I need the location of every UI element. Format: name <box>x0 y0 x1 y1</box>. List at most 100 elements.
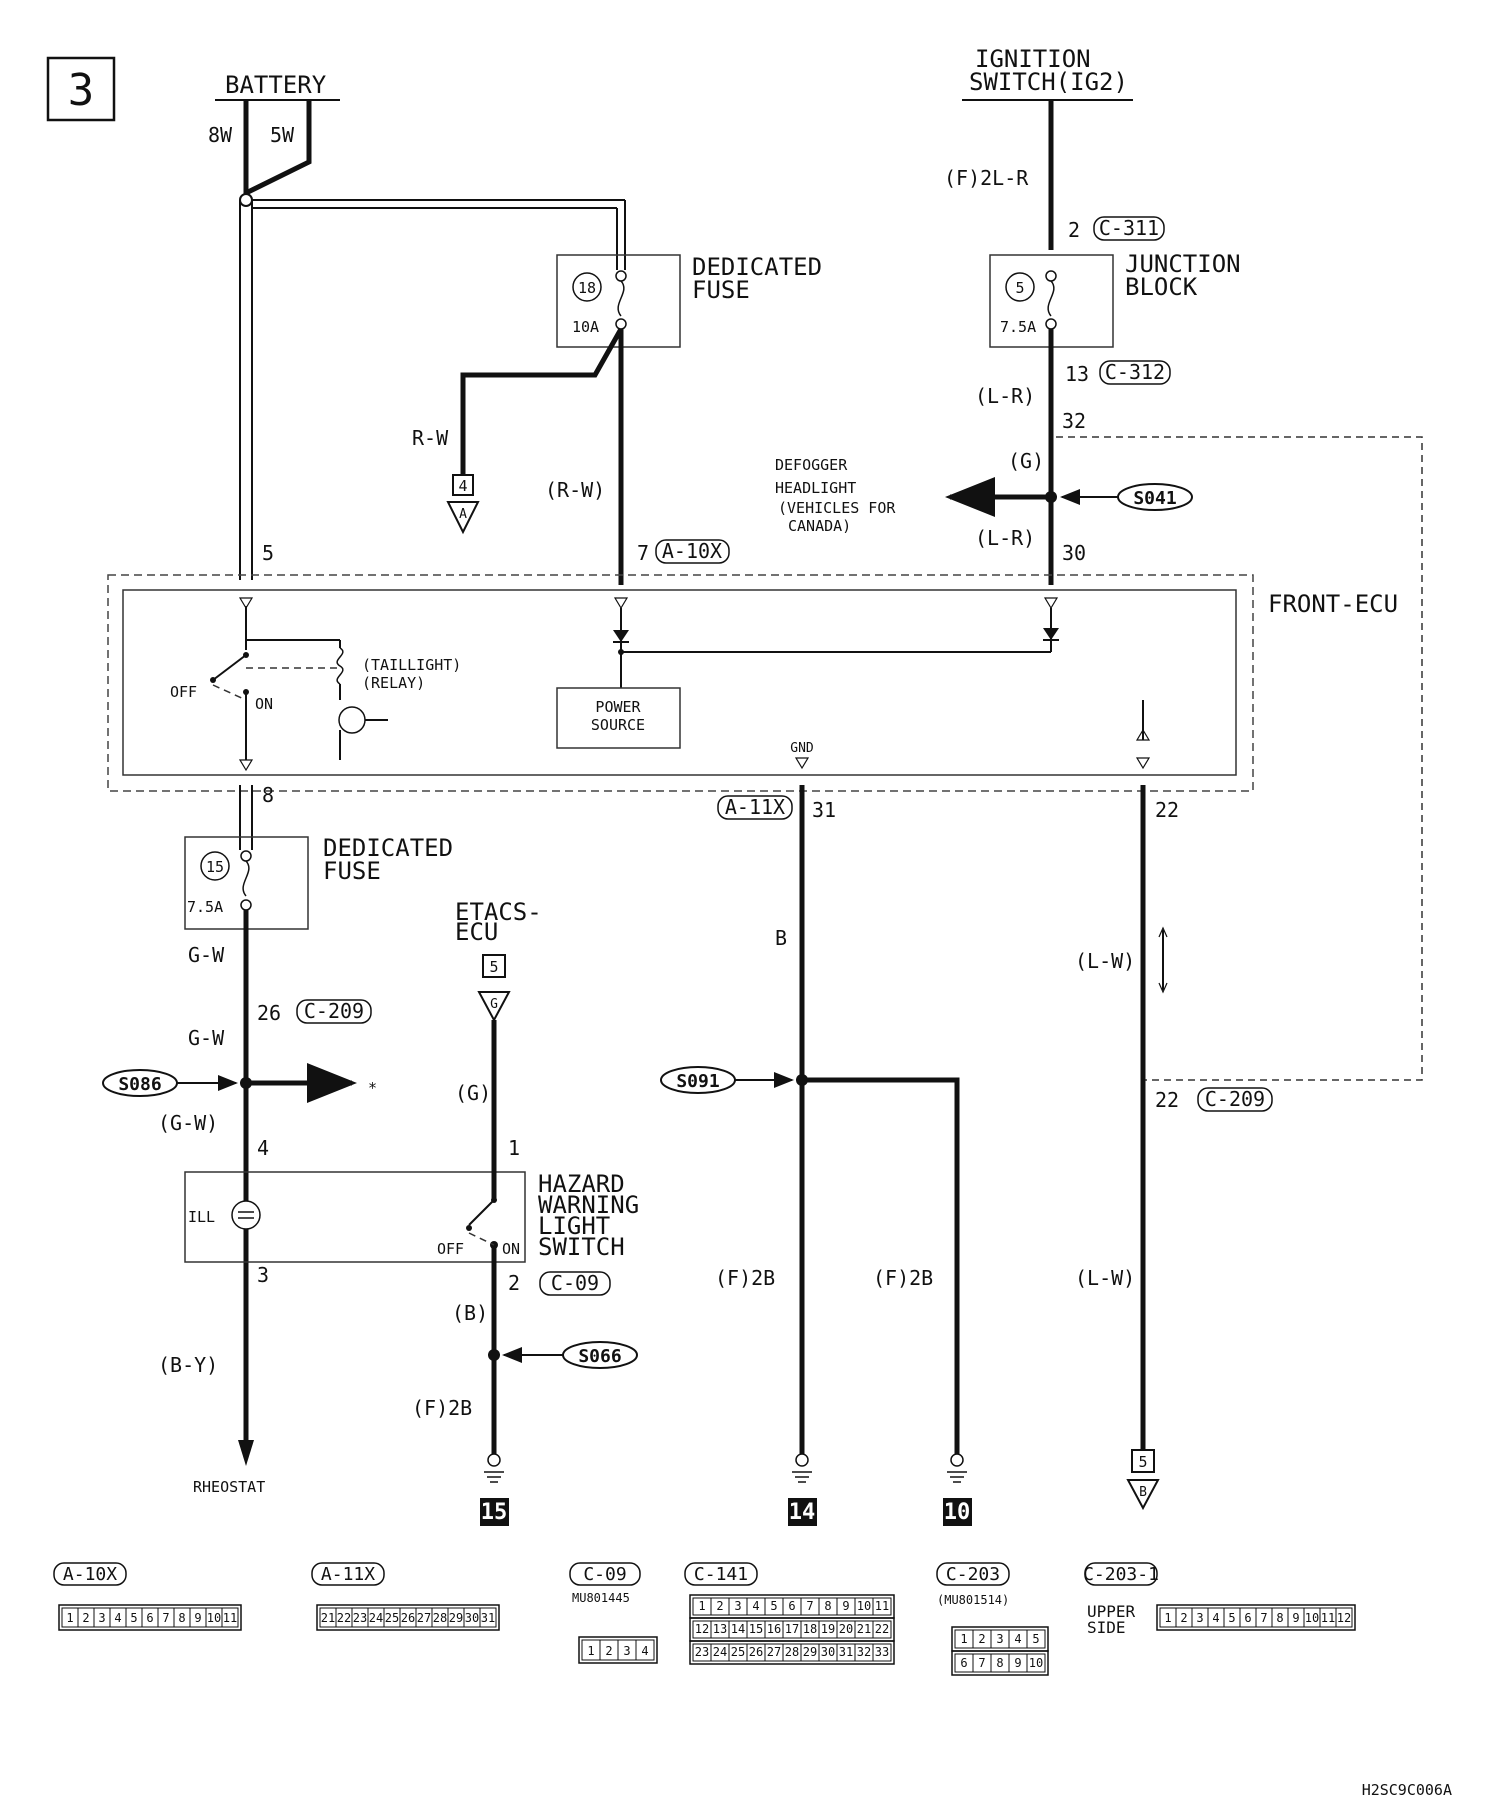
ecu-pin-8: 8 <box>262 783 274 807</box>
conn-a10x-tag <box>655 539 730 564</box>
conn-c141-r3-pin: 31 <box>839 1645 853 1659</box>
fuse-15-label-1: DEDICATED <box>323 834 453 862</box>
conn-a11x-pin: 22 <box>337 1611 351 1625</box>
footer-code: H2SC9C006A <box>1362 1781 1452 1799</box>
hazard-on: ON <box>502 1240 520 1258</box>
conn-a11x-pin: 29 <box>449 1611 463 1625</box>
conn-c09-part: MU801445 <box>572 1591 630 1605</box>
splice-s091-label: S091 <box>676 1071 719 1092</box>
conn-a11x-pin: 30 <box>465 1611 479 1625</box>
conn-c141-r2-pin: 14 <box>731 1622 745 1636</box>
ref-4: 4 <box>458 477 467 495</box>
conn-c141-r2-pin: 13 <box>713 1622 727 1636</box>
conn-c203-tag <box>936 1562 1010 1586</box>
conn-c203-r1-pin: 2 <box>978 1632 985 1646</box>
conn-a11x-pin: 21 <box>321 1611 335 1625</box>
splice-s066 <box>562 1341 638 1369</box>
fuse-5-number: 5 <box>1015 279 1024 297</box>
ignition-label-2: SWITCH(IG2) <box>969 68 1128 96</box>
wire-g-w-3: (G-W) <box>158 1111 218 1135</box>
wire-l-w-1: (L-W) <box>1075 949 1135 973</box>
conn-c141-r1-pin: 9 <box>842 1599 849 1613</box>
conn-c203-r2-cell <box>1026 1653 1046 1673</box>
conn-c141-r1-pin: 4 <box>752 1599 759 1613</box>
conn-c141-r3-pin: 26 <box>749 1645 763 1659</box>
conn-c141-name: C-141 <box>694 1564 748 1585</box>
conn-c09-pin: 1 <box>587 1644 594 1658</box>
conn-c141-r3-pin: 24 <box>713 1645 727 1659</box>
conn-c2031-name: C-203-1 <box>1083 1564 1159 1585</box>
pin-32: 32 <box>1062 409 1086 433</box>
splice-s041-label: S041 <box>1133 488 1176 509</box>
ill-label: ILL <box>188 1208 215 1226</box>
conn-a10x-label: A-10X <box>662 539 722 563</box>
hazard-label-1: HAZARD <box>538 1170 625 1198</box>
conn-c2031-pin: 1 <box>1164 1611 1171 1625</box>
fuse-18-label-2: FUSE <box>692 276 750 304</box>
conn-c203-r2-housing <box>951 1650 1049 1676</box>
wire-l-w-2: (L-W) <box>1075 1266 1135 1290</box>
front-ecu-box <box>122 589 1237 776</box>
splice-s066-label: S066 <box>578 1346 621 1367</box>
pin-2: 2 <box>508 1271 520 1295</box>
ecu-gnd-label: GND <box>790 741 814 756</box>
conn-c2031-pin: 10 <box>1305 1611 1319 1625</box>
splice-s086 <box>102 1069 178 1097</box>
conn-a10x-cell <box>221 1607 239 1628</box>
conn-a10x-pin: 10 <box>207 1611 221 1625</box>
pin-4: 4 <box>257 1136 269 1160</box>
conn-c209-b: C-209 <box>1205 1087 1265 1111</box>
conn-c203-r1-pin: 5 <box>1032 1632 1039 1646</box>
wire-l-r-1: (L-R) <box>975 384 1035 408</box>
conn-c2031-pin: 9 <box>1292 1611 1299 1625</box>
conn-c203-r1-cell <box>1026 1629 1046 1649</box>
wire-g: (G) <box>1008 449 1044 473</box>
conn-c2031-side-1: UPPER <box>1087 1602 1136 1621</box>
out-5-letter: B <box>1139 1485 1147 1500</box>
ignition-label-1: IGNITION <box>975 45 1091 73</box>
conn-c203-r2-pin: 6 <box>960 1656 967 1670</box>
fuse-18-circle <box>572 272 602 302</box>
etacs-ref: 5 <box>489 958 498 976</box>
page-number-box <box>46 56 116 122</box>
conn-a10x-pin: 6 <box>146 1611 153 1625</box>
conn-c203-r2-pin: 9 <box>1014 1656 1021 1670</box>
conn-a11x-name: A-11X <box>321 1564 375 1585</box>
conn-a10x-housing <box>58 1604 242 1631</box>
conn-c141-r1-pin: 2 <box>716 1599 723 1613</box>
battery-wire-5w: 5W <box>270 123 295 147</box>
conn-c141-r3-pin: 32 <box>857 1645 871 1659</box>
hazard-switch-box <box>184 1171 526 1263</box>
conn-c141-r3-housing <box>689 1640 895 1665</box>
conn-c2031-pin: 4 <box>1212 1611 1219 1625</box>
conn-c2031-pin: 7 <box>1260 1611 1267 1625</box>
conn-c141-r3-pin: 27 <box>767 1645 781 1659</box>
splice-s086-label: S086 <box>118 1074 161 1095</box>
note-defogger: DEFOGGER <box>775 456 848 474</box>
conn-c09-pin: 3 <box>623 1644 630 1658</box>
conn-c2031-cell <box>1335 1607 1353 1628</box>
conn-a11x-pin: 25 <box>385 1611 399 1625</box>
conn-a11x-pin: 23 <box>353 1611 367 1625</box>
ref-4-triangle <box>446 501 480 535</box>
conn-c2031-pin: 8 <box>1276 1611 1283 1625</box>
fuse-15-label-2: FUSE <box>323 857 381 885</box>
junction-block-label-1: JUNCTION <box>1125 250 1241 278</box>
fuse-18-amp: 10A <box>572 318 599 336</box>
conn-c141-r2-pin: 20 <box>839 1622 853 1636</box>
junction-block-label-2: BLOCK <box>1125 273 1198 301</box>
conn-c141-r3-pin: 23 <box>695 1645 709 1659</box>
conn-c09-tag <box>569 1562 641 1586</box>
conn-c209-a: C-209 <box>304 999 364 1023</box>
wire-r-w-label: R-W <box>412 426 449 450</box>
ecu-pin-7: 7 <box>637 541 649 565</box>
conn-c203-r1-pin: 1 <box>960 1632 967 1646</box>
conn-a10x-pin: 8 <box>178 1611 185 1625</box>
conn-a10x-pin: 9 <box>194 1611 201 1625</box>
conn-c203-r2-pin: 7 <box>978 1656 985 1670</box>
conn-c09-name: C-09 <box>583 1564 626 1585</box>
hazard-label-3: LIGHT <box>538 1212 610 1240</box>
fuse-15-number: 15 <box>206 858 224 876</box>
ignition-pin-2: 2 <box>1068 218 1080 242</box>
